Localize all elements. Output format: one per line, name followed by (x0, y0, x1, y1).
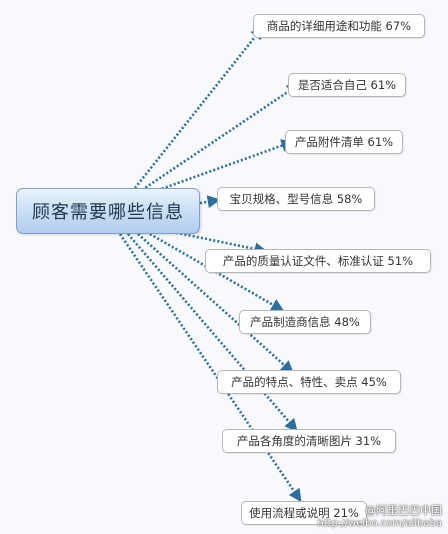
watermark: @阿里巴巴中国 http://weibo.com/alibaba (317, 504, 442, 530)
connector-spec-model (199, 195, 221, 209)
branch-label: 宝贝规格、型号信息 58% (229, 192, 363, 206)
center-topic-label: 顾客需要哪些信息 (32, 202, 184, 223)
connector-suitability (141, 83, 301, 192)
connector-quality-certification (167, 229, 268, 256)
branch-node-quality-certification: 产品的质量认证文件、标准认证 51% (205, 249, 431, 273)
branch-label: 产品各角度的清晰图片 31% (236, 434, 382, 448)
branch-node-usage-function: 商品的详细用途和功能 67% (253, 14, 425, 38)
branch-node-clear-pictures: 产品各角度的清晰图片 31% (222, 429, 396, 453)
branch-node-suitability: 是否适合自己 61% (288, 73, 406, 97)
watermark-account: @阿里巴巴中国 (365, 504, 442, 517)
connector-usage-function (133, 25, 264, 189)
branch-label: 产品制造商信息 48% (250, 315, 360, 329)
connector-clear-pictures (127, 233, 298, 432)
branch-label: 使用流程或说明 21% (249, 506, 359, 520)
connector-accessories-list (149, 139, 295, 195)
branch-node-manufacturer-info: 产品制造商信息 48% (239, 310, 371, 334)
branch-label: 是否适合自己 61% (297, 78, 397, 92)
connector-features (137, 233, 294, 374)
branch-label: 产品的特点、特性、卖点 45% (231, 375, 387, 389)
branch-label: 商品的详细用途和功能 67% (266, 19, 412, 33)
branch-node-usage-instructions: 使用流程或说明 21% (241, 501, 367, 525)
watermark-url: http://weibo.com/alibaba (317, 518, 442, 529)
branch-label: 产品的质量认证文件、标准认证 51% (222, 254, 414, 268)
center-topic-node: 顾客需要哪些信息 (16, 188, 200, 234)
branch-node-features-selling-points: 产品的特点、特性、卖点 45% (217, 370, 401, 394)
branch-label: 产品附件清单 61% (294, 135, 394, 149)
connector-usage-instructions (118, 233, 302, 503)
branch-node-spec-model: 宝贝规格、型号信息 58% (217, 187, 375, 211)
branch-node-accessories-list: 产品附件清单 61% (285, 130, 403, 154)
